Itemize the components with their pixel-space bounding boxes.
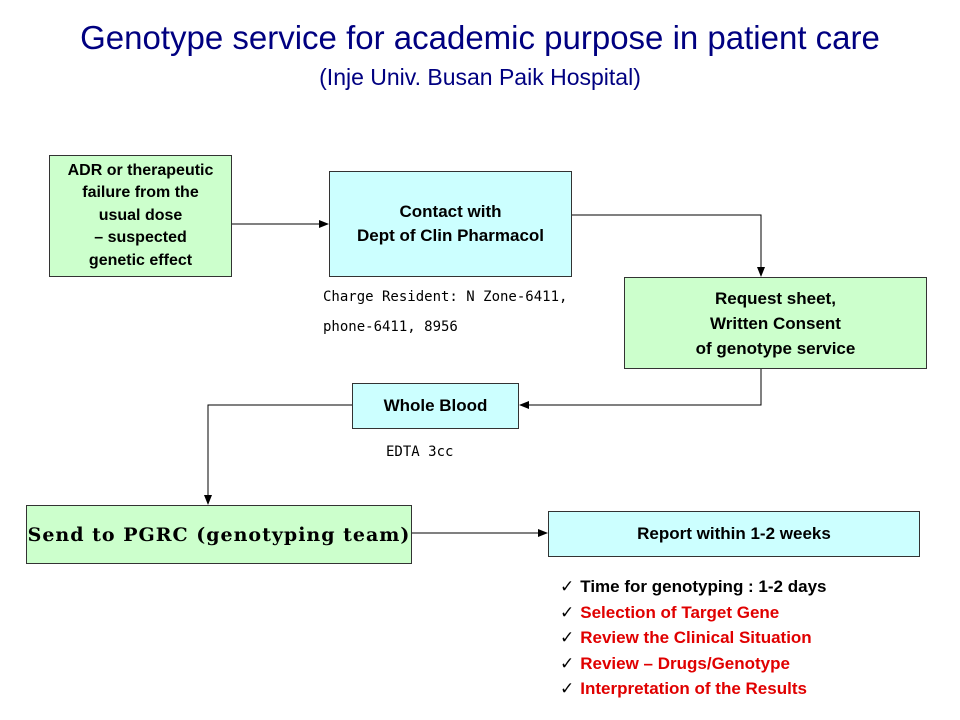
send-to-pgrc-box: Send to PGRC (genotyping team) [26, 505, 412, 564]
checklist-item-text: Selection of Target Gene [580, 602, 780, 622]
checklist-item: ✓Review – Drugs/Genotype [560, 651, 826, 677]
checkmark-icon: ✓ [560, 628, 575, 647]
whole-blood-box: Whole Blood [352, 383, 519, 429]
arrow-request-to-blood [519, 369, 762, 409]
blood-box-label: Whole Blood [383, 396, 488, 415]
request-sheet-box: Request sheet, Written Consent of genoty… [624, 277, 927, 369]
checklist-item: ✓ Time for genotyping : 1-2 days [560, 574, 826, 600]
report-box: Report within 1-2 weeks [548, 511, 920, 557]
checklist-item: ✓ Interpretation of the Results [560, 676, 826, 702]
pgrc-box-label: Send to PGRC (genotyping team) [27, 523, 411, 546]
checkmark-icon: ✓ [560, 577, 575, 596]
request-box-label: Request sheet, Written Consent of genoty… [695, 288, 856, 358]
page-title: Genotype service for academic purpose in… [80, 19, 880, 56]
checklist-item: ✓Selection of Target Gene [560, 600, 826, 626]
checklist-item-text: Time for genotyping : 1-2 days [580, 577, 827, 596]
checkmark-icon: ✓ [560, 653, 575, 673]
contact-clin-pharmacol-box: Contact with Dept of Clin Pharmacol [329, 171, 572, 277]
checklist-item-text: Interpretation of the Results [580, 679, 807, 698]
checklist: ✓Time for genotyping : 1-2 days ✓Selecti… [560, 574, 826, 702]
arrow-contact-to-request [572, 214, 765, 277]
checklist-item-text: Review – Drugs/Genotype [580, 653, 790, 673]
page-subtitle: (Inje Univ. Busan Paik Hospital) [319, 64, 641, 90]
edta-note: EDTA 3cc [386, 444, 454, 460]
contact-box-label: Contact with Dept of Clin Pharmacol [356, 202, 545, 245]
checklist-item: ✓ Review the Clinical Situation [560, 625, 826, 651]
checklist-item-text: Review the Clinical Situation [580, 628, 812, 647]
adr-suspected-box: ADR or therapeutic failure from the usua… [49, 155, 232, 277]
adr-box-label: ADR or therapeutic failure from the usua… [67, 161, 214, 269]
charge-resident-note: Charge Resident: N Zone-6411, phone-6411… [323, 289, 568, 335]
checkmark-icon: ✓ [560, 679, 575, 698]
checkmark-icon: ✓ [560, 602, 575, 622]
arrow-blood-to-pgrc [204, 404, 352, 505]
report-box-label: Report within 1-2 weeks [637, 524, 831, 543]
